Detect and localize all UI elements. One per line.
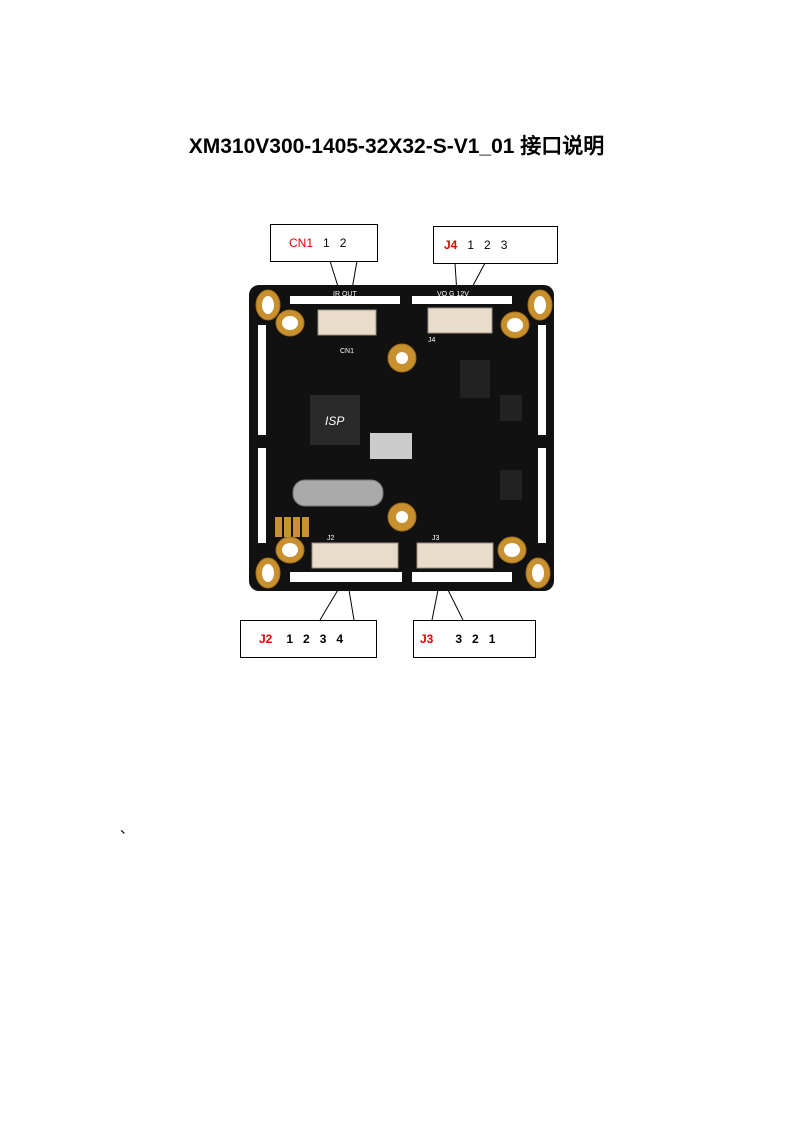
connector-label: J2 bbox=[259, 632, 273, 646]
pin-number: 2 bbox=[339, 236, 347, 250]
pin-number: 4 bbox=[336, 632, 344, 646]
pin-number: 1 bbox=[286, 632, 294, 646]
connector-j3 bbox=[416, 542, 494, 569]
silk-cn1: CN1 bbox=[340, 348, 354, 355]
connector-j2 bbox=[311, 542, 399, 569]
silk-isp: ISP bbox=[325, 414, 344, 428]
stray-mark: 、 bbox=[120, 820, 134, 836]
connector-cn1 bbox=[317, 309, 377, 336]
callout-cn1: CN1 1 2 bbox=[270, 224, 378, 262]
pin-number: 3 bbox=[319, 632, 327, 646]
mosfet bbox=[500, 470, 522, 500]
pin-number: 3 bbox=[500, 238, 508, 252]
connector-label: J3 bbox=[420, 632, 434, 646]
page-title: XM310V300-1405-32X32-S-V1_01 接口说明 bbox=[188, 135, 605, 158]
silk-j4: J4 bbox=[428, 337, 436, 344]
pin-number: 1 bbox=[323, 236, 330, 250]
silk-vo-g-12v: VO G 12V bbox=[437, 291, 469, 298]
callout-j2: J2 1 2 3 4 bbox=[240, 620, 377, 658]
pin-number: 2 bbox=[303, 632, 310, 646]
pin-number: 2 bbox=[484, 238, 491, 252]
connector-label: CN1 bbox=[289, 236, 314, 250]
callout-j4: J4 1 2 3 bbox=[433, 226, 558, 264]
transistor bbox=[500, 395, 522, 421]
regulator bbox=[460, 360, 490, 398]
pin-number: 1 bbox=[488, 632, 496, 646]
isp-chip bbox=[310, 395, 360, 445]
callout-j3: J3 3 2 1 bbox=[413, 620, 536, 658]
silk-j3: J3 bbox=[432, 535, 440, 542]
pin-number: 3 bbox=[455, 632, 463, 646]
silk-j2: J2 bbox=[327, 535, 335, 542]
pin-number: 2 bbox=[472, 632, 479, 646]
pin-number: 1 bbox=[467, 238, 475, 252]
crystal bbox=[292, 479, 384, 507]
connector-j4 bbox=[427, 307, 493, 334]
silk-ir-out: IR OUT bbox=[333, 291, 357, 298]
connector-label: J4 bbox=[444, 238, 458, 252]
sensor-pad bbox=[370, 433, 412, 459]
